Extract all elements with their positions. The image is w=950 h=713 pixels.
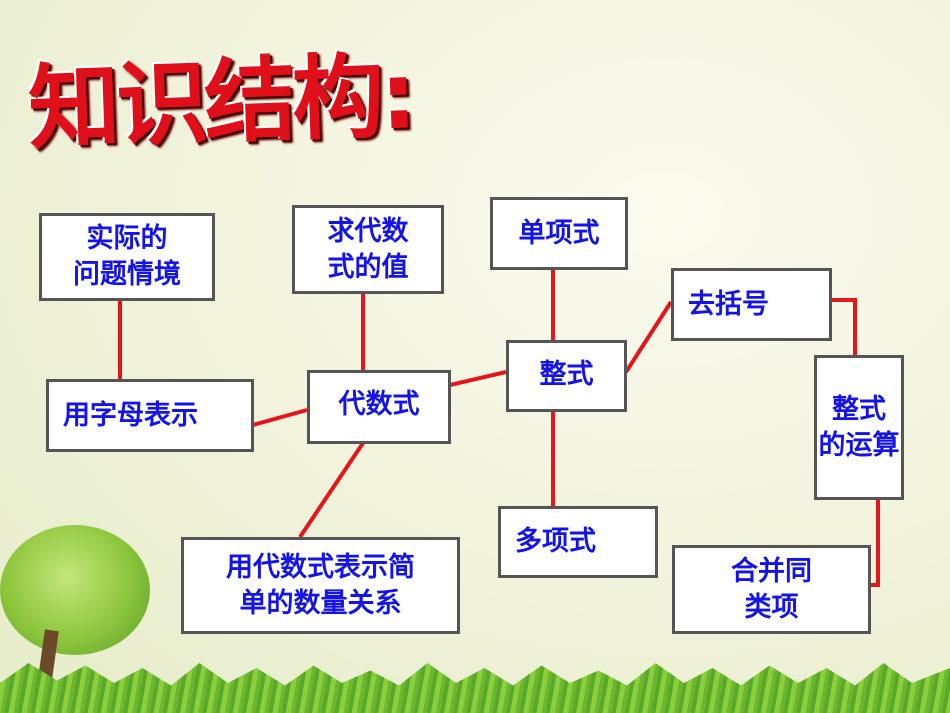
node-label: 用字母表示 <box>63 399 198 431</box>
node-polynomial: 多项式 <box>498 506 658 578</box>
node-evaluate: 求代数 式的值 <box>292 205 444 294</box>
node-remove-brackets: 去括号 <box>671 268 832 341</box>
node-combine: 合并同 类项 <box>672 545 871 634</box>
node-express: 用代数式表示简 单的数量关系 <box>181 537 460 634</box>
node-label: 实际的 问题情境 <box>73 223 181 290</box>
node-integral: 整式 <box>506 340 627 412</box>
node-label: 单项式 <box>518 217 600 249</box>
node-label: 整式 <box>539 359 594 390</box>
node-label: 用代数式表示简 单的数量关系 <box>226 551 415 619</box>
tree-decoration <box>0 525 150 655</box>
node-real-problem: 实际的 问题情境 <box>39 213 215 301</box>
line-algebraic-integral <box>449 370 507 387</box>
node-algebraic: 代数式 <box>307 370 451 444</box>
line-letters-algebraic <box>252 408 308 427</box>
line-algebraic-express <box>298 441 365 539</box>
line-integral-brackets <box>624 300 673 374</box>
node-label: 合并同 类项 <box>731 555 812 623</box>
node-label: 多项式 <box>515 526 596 557</box>
line-brackets-operations <box>831 298 857 355</box>
node-operations: 整式 的运算 <box>814 355 904 500</box>
node-label: 去括号 <box>688 288 769 320</box>
node-label: 代数式 <box>338 389 420 420</box>
node-letters: 用字母表示 <box>46 379 254 452</box>
line-operations-combine <box>870 499 880 587</box>
node-monomial: 单项式 <box>490 197 628 270</box>
node-label: 求代数 式的值 <box>327 215 409 283</box>
node-label: 整式 的运算 <box>818 393 900 461</box>
